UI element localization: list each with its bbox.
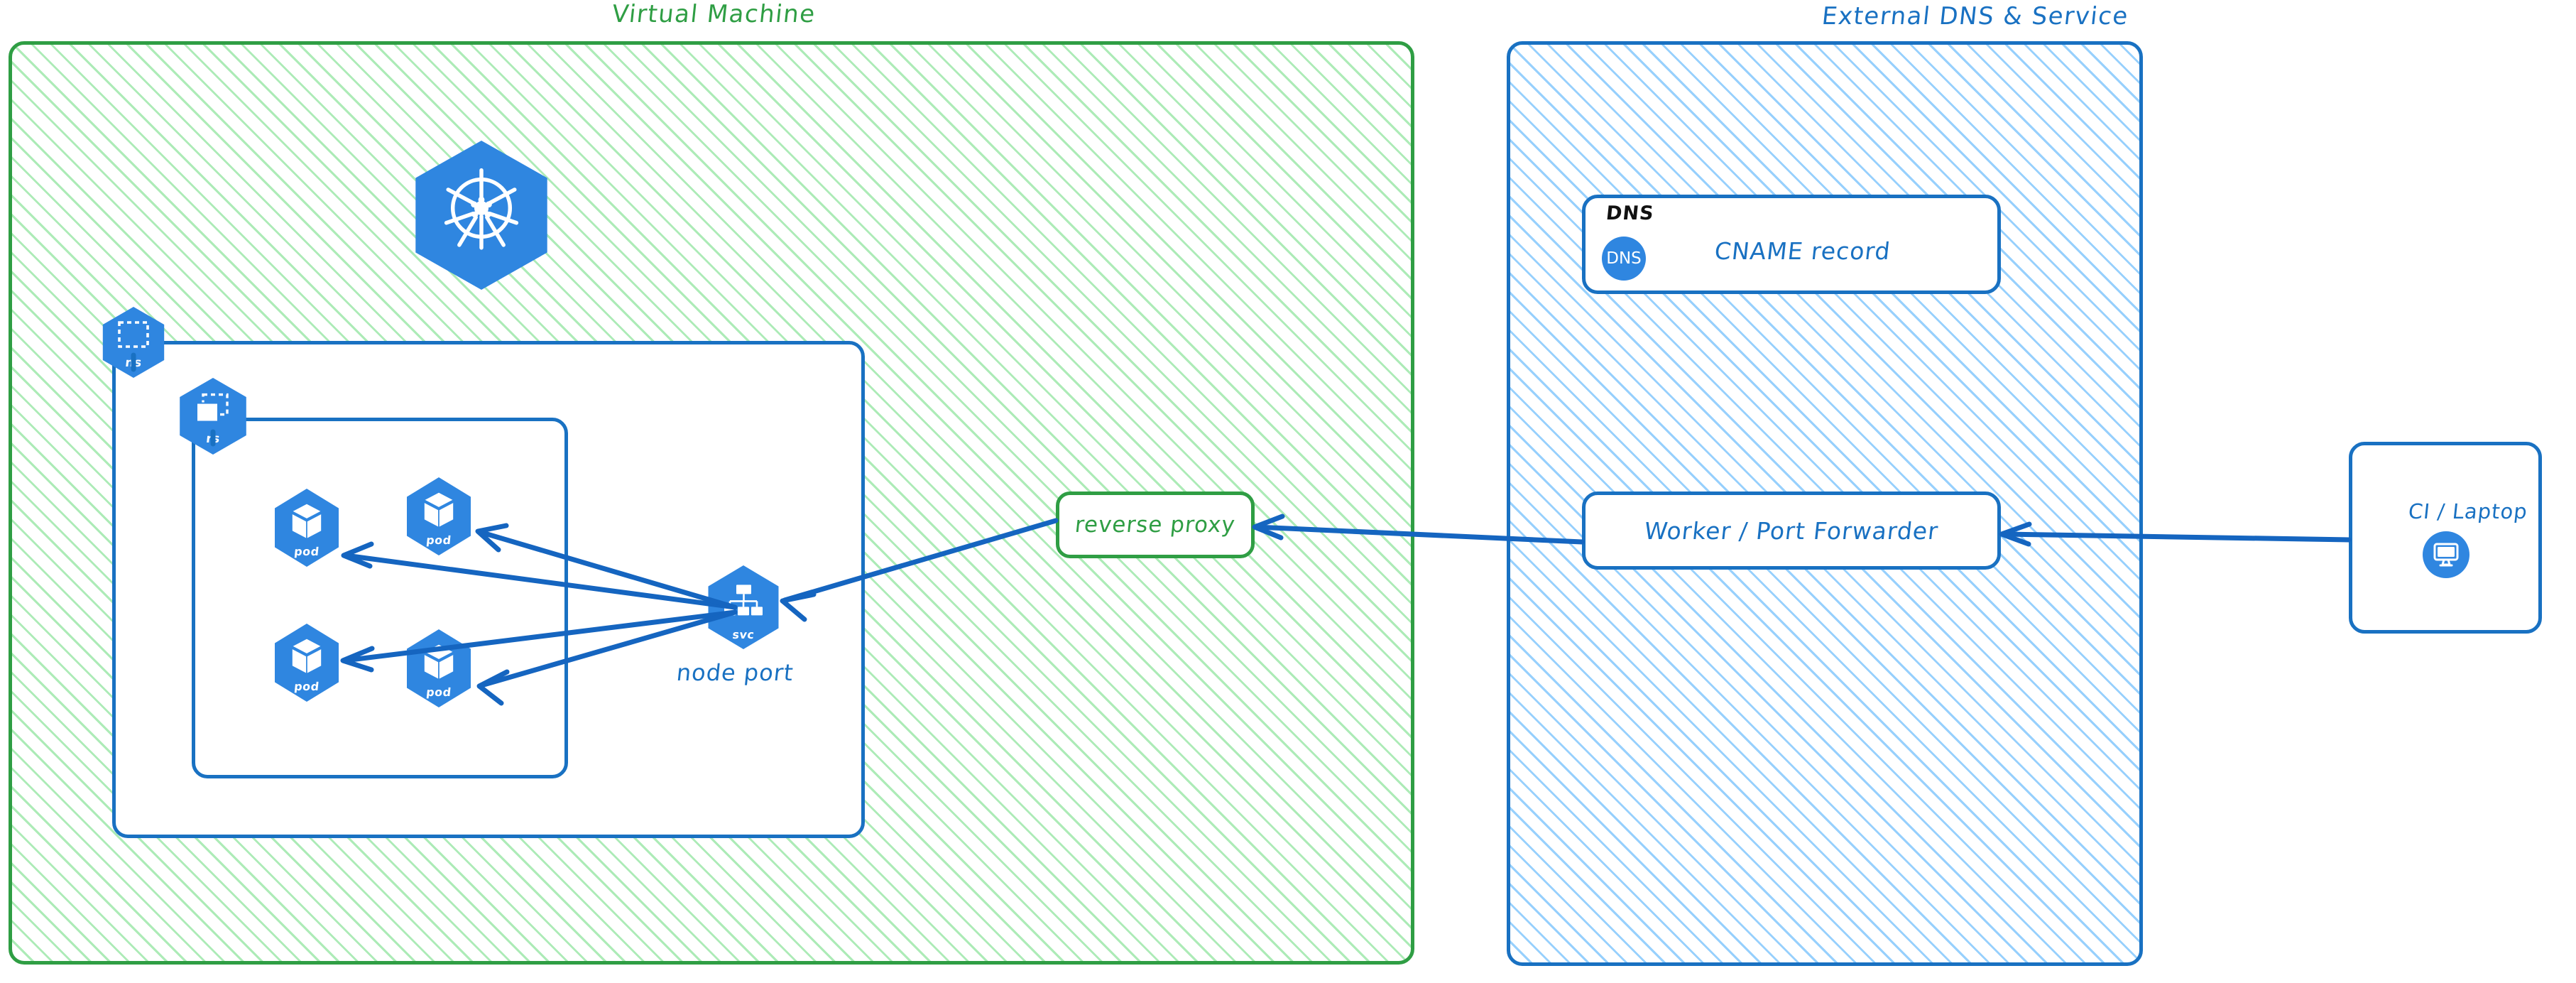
replicaset-icon <box>193 393 233 431</box>
worker-port-forwarder-label: Worker / Port Forwarder <box>1643 516 1940 545</box>
ci-laptop-label: CI / Laptop <box>2407 499 2529 523</box>
replicaset-container <box>192 418 568 778</box>
cname-record-label: CNAME record <box>1713 237 1892 265</box>
replicaset-badge: rs <box>176 378 250 455</box>
kubernetes-logo <box>408 141 555 290</box>
dns-circle-icon: DNS <box>1602 237 1646 281</box>
pod-badge-1: pod <box>271 489 342 567</box>
dns-group-label: DNS <box>1605 202 1656 224</box>
dns-record-box[interactable] <box>1582 195 2001 294</box>
namespace-badge-label: ns <box>124 356 143 370</box>
namespace-badge: ns <box>99 307 168 378</box>
kubernetes-helm-icon <box>435 162 528 257</box>
vm-panel-title: Virtual Machine <box>610 0 817 28</box>
pod-badge-label: pod <box>293 544 320 558</box>
pod-badge-3: pod <box>271 624 342 702</box>
node-port-caption: node port <box>675 659 795 686</box>
pod-badge-label: pod <box>293 679 320 693</box>
pod-badge-label: pod <box>425 533 452 547</box>
pod-icon <box>420 490 457 533</box>
service-icon <box>722 583 765 623</box>
external-panel-title: External DNS & Service <box>1820 2 2130 31</box>
service-badge-label: svc <box>731 628 755 642</box>
pod-badge-label: pod <box>425 685 452 699</box>
dns-icon-label: DNS <box>1606 249 1642 268</box>
desktop-monitor-icon <box>2423 531 2469 578</box>
service-badge: svc <box>704 565 782 649</box>
pod-icon <box>288 636 325 679</box>
replicaset-badge-label: rs <box>205 432 221 447</box>
pod-badge-2: pod <box>403 477 474 555</box>
pod-icon <box>288 501 325 544</box>
reverse-proxy-box[interactable]: reverse proxy <box>1056 492 1255 558</box>
namespace-icon <box>116 320 151 355</box>
reverse-proxy-label: reverse proxy <box>1074 512 1237 538</box>
pod-icon <box>420 642 457 685</box>
worker-port-forwarder-box[interactable]: Worker / Port Forwarder <box>1582 492 2001 570</box>
pod-badge-4: pod <box>403 629 474 707</box>
